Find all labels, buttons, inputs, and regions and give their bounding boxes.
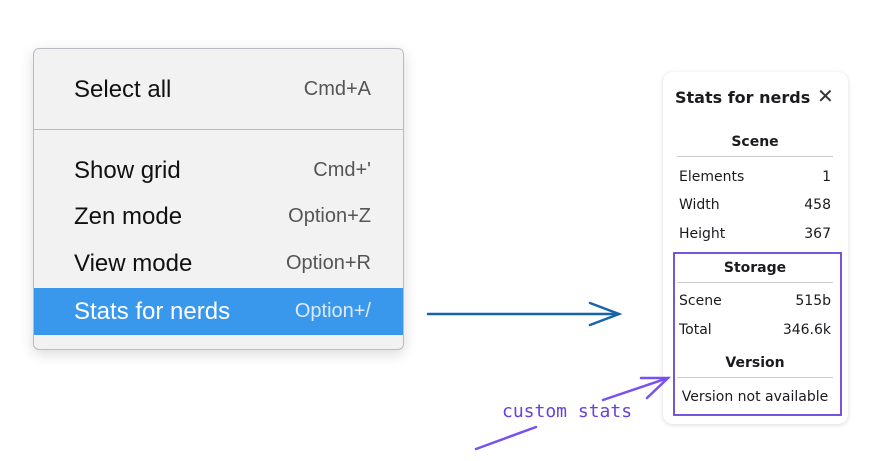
stat-row: Scene 515b [679,293,831,309]
menu-label: Zen mode [74,202,183,230]
custom-stats-highlight [673,252,842,416]
menu-shortcut: Option+R [285,252,371,274]
custom-stats-label: custom stats [502,401,633,422]
menu-item-stats-for-nerds[interactable]: Stats for nerds Option+/ [34,288,403,335]
menu-shortcut: Cmd+' [313,159,371,181]
stat-row: Height 367 [679,226,831,242]
stat-value: 1 [822,169,831,185]
menu-divider [34,129,403,130]
menu-item-view-mode[interactable]: View mode Option+R [34,240,403,287]
stat-row: Total 346.6k [679,322,831,338]
menu-label: Select all [74,75,172,103]
menu-item-show-grid[interactable]: Show grid Cmd+' [34,147,403,194]
menu-shortcut: Cmd+A [303,78,371,100]
stat-value: 458 [804,197,831,213]
menu-item-zen-mode[interactable]: Zen mode Option+Z [34,193,403,240]
close-icon[interactable]: ✕ [817,84,834,108]
panel-title: Stats for nerds [675,88,811,107]
stat-row: Width 458 [679,197,831,213]
menu-item-select-all[interactable]: Select all Cmd+A [34,66,403,113]
storage-heading: Storage [677,260,833,283]
scene-heading: Scene [677,134,833,157]
stats-panel: Stats for nerds ✕ Scene Elements 1 Width 4… [663,72,848,424]
menu-label: Show grid [74,156,181,184]
stat-key: Scene [679,293,722,309]
stat-value: 346.6k [782,322,831,338]
custom-stats-arrow [474,376,672,451]
menu-label: Stats for nerds [74,297,231,325]
version-heading: Version [677,355,833,378]
stat-key: Total [679,322,712,338]
stat-key: Height [679,226,726,242]
stat-key: Elements [679,169,745,185]
menu-shortcut: Option+Z [288,205,371,227]
version-text: Version not available [681,389,829,405]
stat-value: 515b [795,293,831,309]
arrow-to-panel [426,301,623,327]
stat-row: Elements 1 [679,169,831,185]
stat-key: Width [679,197,720,213]
menu-label: View mode [74,249,193,277]
menu-shortcut: Option+/ [294,300,371,322]
stat-value: 367 [804,226,831,242]
